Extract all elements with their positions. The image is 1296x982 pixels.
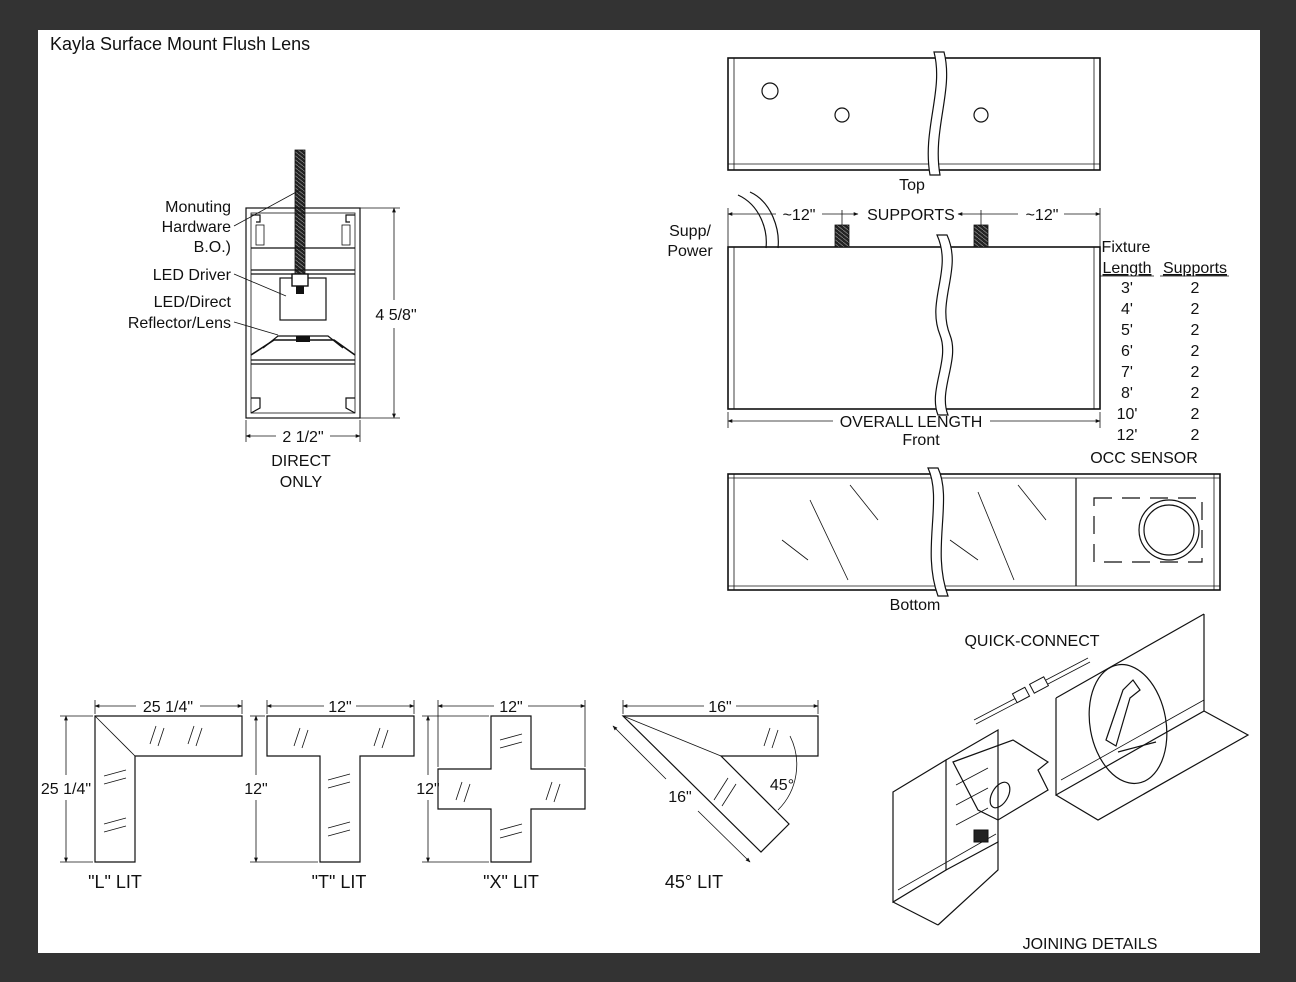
dim-height: 4 5/8"	[375, 307, 416, 324]
occ-sensor-outline	[1093, 497, 1203, 563]
l-lit-label: "L" LIT	[88, 872, 142, 892]
table-header-fixture: Fixture	[1102, 239, 1151, 256]
svg-text:8': 8'	[1121, 385, 1133, 402]
label-mounting-1: Monuting	[165, 199, 231, 216]
label-led-driver: LED Driver	[153, 267, 232, 284]
quick-connect-cable	[973, 657, 1091, 725]
svg-text:10': 10'	[1117, 406, 1138, 423]
front-view: ~12" SUPPORTS ~12" Supp/ Power OVERALL L…	[667, 191, 1101, 449]
label-supports: SUPPORTS	[867, 207, 955, 224]
svg-text:2: 2	[1191, 301, 1200, 318]
label-bottom-view: Bottom	[890, 597, 941, 614]
label-top-view: Top	[899, 177, 925, 194]
table-row: 5' 2	[1121, 322, 1200, 339]
label-reflector-2: Reflector/Lens	[128, 315, 231, 332]
svg-text:2: 2	[1191, 322, 1200, 339]
hex-nut	[291, 273, 309, 287]
x-lit-dim-side: 12"	[416, 781, 439, 798]
lit-45-label: 45° LIT	[665, 872, 723, 892]
svg-text:4': 4'	[1121, 301, 1133, 318]
label-quick-connect: QUICK-CONNECT	[964, 633, 1099, 650]
page-title: Kayla Surface Mount Flush Lens	[50, 34, 310, 54]
label-joining-details: JOINING DETAILS	[1023, 936, 1158, 953]
bottom-view: Bottom	[727, 467, 1221, 614]
table-row: 6' 2	[1121, 343, 1200, 360]
dim-right-support: ~12"	[1026, 207, 1059, 224]
label-reflector-1: LED/Direct	[154, 294, 232, 311]
table-row: 4' 2	[1121, 301, 1200, 318]
t-lit-dim-side: 12"	[244, 781, 267, 798]
lit-45-dim-top: 16"	[708, 699, 731, 716]
svg-text:2: 2	[1191, 385, 1200, 402]
svg-text:5': 5'	[1121, 322, 1133, 339]
joining-details: QUICK-CONNECT JOINING DETAILS	[892, 613, 1250, 953]
label-only: ONLY	[280, 474, 323, 491]
lit-45: 45° 16" 16" 45° LIT	[612, 699, 819, 892]
x-lit-label: "X" LIT	[483, 872, 539, 892]
label-direct: DIRECT	[271, 453, 331, 470]
lit-45-angle: 45°	[770, 777, 794, 794]
table-row: 10' 2	[1117, 406, 1200, 423]
table-row: 3' 2	[1121, 280, 1200, 297]
label-occ-sensor: OCC SENSOR	[1090, 450, 1198, 467]
svg-text:2: 2	[1191, 364, 1200, 381]
label-mounting-3: B.O.)	[194, 239, 231, 256]
table-row: 8' 2	[1121, 385, 1200, 402]
svg-text:12': 12'	[1117, 427, 1138, 444]
reflector	[250, 339, 356, 356]
dim-overall-length: OVERALL LENGTH	[840, 414, 983, 431]
svg-text:3': 3'	[1121, 280, 1133, 297]
support-right	[973, 224, 989, 248]
t-lit-dim-top: 12"	[328, 699, 351, 716]
svg-text:7': 7'	[1121, 364, 1133, 381]
t-lit: 12" 12" "T" LIT	[244, 699, 415, 892]
svg-text:2: 2	[1191, 280, 1200, 297]
table-row: 12' 2	[1117, 427, 1200, 444]
spec-drawing: Kayla Surface Mount Flush Lens Mon	[41, 34, 1250, 953]
support-table: Fixture Length Supports 3'2 4'2 5'2 6'2 …	[1090, 239, 1229, 467]
label-mounting-2: Hardware	[162, 219, 231, 236]
label-supp: Supp/	[669, 223, 711, 240]
l-lit-dim-top: 25 1/4"	[143, 699, 193, 716]
threaded-rod	[294, 149, 306, 286]
l-lit: 25 1/4" 25 1/4" "L" LIT	[41, 699, 243, 892]
svg-text:2: 2	[1191, 343, 1200, 360]
svg-text:2: 2	[1191, 406, 1200, 423]
svg-text:2: 2	[1191, 427, 1200, 444]
x-lit: 12" 12" "X" LIT	[416, 699, 586, 892]
x-lit-dim-top: 12"	[499, 699, 522, 716]
label-power: Power	[667, 243, 713, 260]
svg-text:6': 6'	[1121, 343, 1133, 360]
lit-45-dim-diag: 16"	[668, 789, 691, 806]
occ-sensor-lens	[1138, 499, 1200, 561]
dim-width: 2 1/2"	[282, 429, 323, 446]
label-front-view: Front	[902, 432, 940, 449]
drawing-sheet: Kayla Surface Mount Flush Lens Mon	[38, 30, 1260, 953]
cross-section: Monuting Hardware B.O.) LED Driver LED/D…	[128, 149, 417, 491]
dim-left-support: ~12"	[783, 207, 816, 224]
top-view: Top	[727, 51, 1101, 194]
table-col-supports: Supports	[1163, 260, 1227, 277]
table-row: 7' 2	[1121, 364, 1200, 381]
table-col-length: Length	[1103, 260, 1152, 277]
t-lit-label: "T" LIT	[312, 872, 367, 892]
support-left	[834, 224, 850, 248]
l-lit-dim-side: 25 1/4"	[41, 781, 91, 798]
